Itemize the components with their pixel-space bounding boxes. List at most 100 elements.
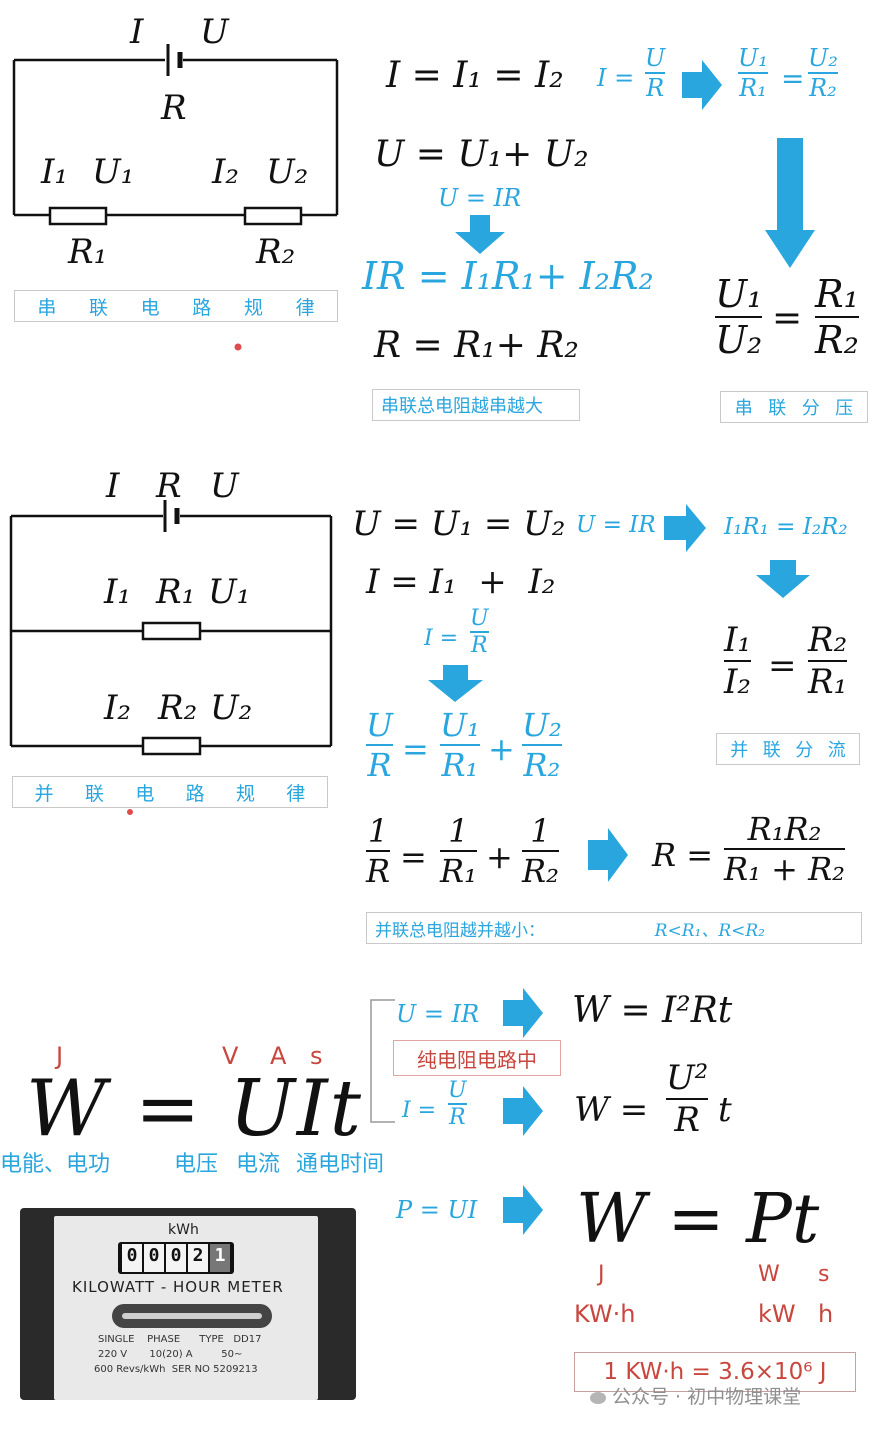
- pure-resistor-circuit-label: 纯电阻电路中: [393, 1040, 561, 1076]
- fraction-bar: [522, 850, 559, 852]
- resistance-2-symbol: R₂: [256, 232, 296, 272]
- equals-sign: =: [402, 730, 429, 768]
- plus-sign: +: [488, 730, 515, 768]
- series-circuit: [12, 58, 339, 217]
- arrow-right-icon: [664, 504, 706, 552]
- red-dot: [234, 343, 242, 351]
- work-u2-label: W =: [574, 1090, 649, 1130]
- series-ir-equation: IR = I₁R₁+ I₂R₂: [362, 254, 654, 298]
- unit-joule: J: [56, 1042, 64, 1070]
- series-current-equation: I = I₁ = I₂: [386, 55, 564, 96]
- wechat-icon: [590, 1391, 606, 1404]
- resistance-symbol: R: [156, 466, 182, 506]
- fraction-denominator: R₂: [809, 74, 837, 102]
- series-resistance-equation: R = R₁+ R₂: [374, 325, 579, 366]
- fraction-bar: [440, 744, 480, 746]
- red-dot: [127, 809, 133, 815]
- meter-rotor-window: [112, 1304, 272, 1328]
- parallel-total-resistance-note: 并联总电阻越并越小： R<R₁、R<R₂: [366, 912, 862, 944]
- parallel-rules-label: 并 联 电 路 规 律: [12, 776, 328, 808]
- unit-volt: V: [222, 1042, 239, 1070]
- power-formula: P = UI: [396, 1196, 478, 1224]
- time-symbol: t: [718, 1090, 732, 1130]
- meter-spec-line2: 220 V 10(20) A 50∼: [98, 1349, 243, 1360]
- caption-voltage: 电压: [174, 1152, 219, 1177]
- meter-spec-line1: SINGLE PHASE TYPE DD17: [98, 1334, 262, 1345]
- resistance-1-symbol: R₁: [68, 232, 108, 272]
- fraction-denominator: R₁: [440, 852, 477, 890]
- fraction-numerator: 1: [367, 812, 389, 850]
- fraction-numerator: 1: [530, 812, 551, 850]
- counter-digit: 0: [166, 1244, 186, 1272]
- meter-counter: 0 0 0 2 1: [118, 1242, 234, 1274]
- ohm-law-u-ir: U = IR: [396, 1000, 480, 1028]
- arrow-right-icon: [503, 1185, 543, 1235]
- parallel-circuit: [9, 514, 333, 748]
- work-i2rt-formula: W = I²Rt: [572, 990, 733, 1031]
- fraction-numerator: U₂: [522, 706, 562, 744]
- fraction-numerator: R₁: [815, 272, 859, 316]
- voltage-symbol: U: [210, 466, 239, 506]
- fraction-numerator: R₂: [808, 620, 848, 660]
- unit-second: s: [818, 1262, 830, 1287]
- meter-faceplate: kWh 0 0 0 2 1 KILOWATT - HOUR METER SING…: [54, 1216, 318, 1400]
- kwh-conversion-box: 1 KW·h = 3.6×10⁶ J: [574, 1352, 856, 1392]
- current-1-symbol: I₁: [104, 572, 132, 612]
- counter-digit: 0: [144, 1244, 164, 1272]
- label-char: 律: [295, 296, 315, 319]
- fraction-numerator: R₁R₂: [747, 810, 822, 848]
- cross-product-equation: I₁R₁ = I₂R₂: [724, 514, 848, 540]
- fraction-numerator: U₁: [440, 706, 480, 744]
- equals-sign: =: [772, 298, 803, 339]
- fraction-bar: [724, 848, 845, 850]
- label-char: 电: [135, 782, 155, 805]
- series-voltage-divider-label: 串 联 分 压: [720, 391, 868, 423]
- meter-title: KILOWATT - HOUR METER: [72, 1278, 284, 1296]
- voltage-1-symbol: U₁: [208, 572, 251, 612]
- fraction-denominator: R₁ + R₂: [724, 850, 845, 888]
- ohm-law-label: I =: [424, 626, 459, 651]
- current-1-symbol: I₁: [41, 152, 69, 192]
- arrow-down-icon: [428, 665, 483, 702]
- arrow-right-icon: [503, 1086, 543, 1136]
- label-char: 路: [192, 296, 212, 319]
- unit-second: s: [310, 1042, 323, 1070]
- series-total-resistance-note: 串联总电阻越串越大: [372, 389, 580, 421]
- label-char: 并: [34, 782, 54, 805]
- plus-sign: +: [486, 838, 513, 876]
- fraction-bar: [738, 72, 768, 74]
- ohm-law-u-ir: U = IR: [576, 512, 656, 538]
- watermark-text: 公众号 · 初中物理课堂: [612, 1386, 802, 1408]
- caption-energy: 电能、电功: [0, 1152, 111, 1177]
- parallel-current-divider-label: 并 联 分 流: [716, 733, 860, 765]
- fraction-bar: [815, 316, 859, 318]
- equals-sign: =: [781, 62, 805, 95]
- unit-hour: h: [818, 1300, 834, 1328]
- parallel-resistor-r2: [141, 736, 202, 756]
- fraction-bar: [645, 72, 666, 74]
- label-char: 分: [801, 398, 820, 419]
- ohm-law-label: I =: [597, 64, 635, 92]
- bracket: [370, 999, 395, 1123]
- label-char: 串: [37, 296, 57, 319]
- fraction-denominator: R₂: [815, 318, 859, 362]
- blue-arrows: [428, 60, 815, 1235]
- fraction-denominator: R: [448, 1105, 466, 1130]
- voltage-1-symbol: U₁: [92, 152, 135, 192]
- arrow-down-icon: [765, 138, 815, 268]
- ohm-law-u-ir: U = IR: [438, 184, 522, 212]
- series-rules-label: 串 联 电 路 规 律: [14, 290, 338, 322]
- label-char: 压: [835, 398, 854, 419]
- fraction-numerator: U: [448, 1078, 467, 1103]
- fraction-denominator: R₂: [522, 852, 559, 890]
- voltage-2-symbol: U₂: [266, 152, 309, 192]
